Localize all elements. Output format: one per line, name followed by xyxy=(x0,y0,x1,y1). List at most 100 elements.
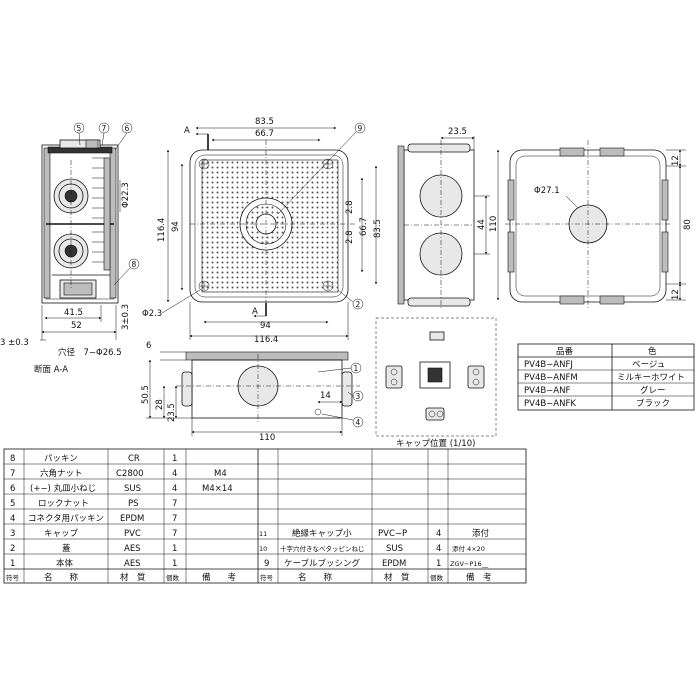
part-1-name: 本体 xyxy=(56,558,74,569)
lid-front-view: A A 83.5 66.7 116.4 94 2.8 2.8 66.7 83.5… xyxy=(142,117,383,345)
balloon-3: 3 xyxy=(356,392,361,401)
dim-23-5-front: 23.5 xyxy=(167,403,177,422)
balloon-2: 2 xyxy=(356,300,361,309)
part-7-material: C2800 xyxy=(116,469,144,479)
dim-12-a: 12 xyxy=(671,155,681,166)
color-table-header-part: 品番 xyxy=(556,346,574,357)
part-8-no: 8 xyxy=(10,454,15,464)
part-3-no: 3 xyxy=(10,529,15,539)
section-mark-a-bottom: A xyxy=(252,307,258,317)
balloon-1: 1 xyxy=(354,364,359,373)
dim-66-7-right: 66.7 xyxy=(359,217,369,236)
part-4-name: コネクタ用パッキン xyxy=(28,514,104,524)
header-qty-left: 個数 xyxy=(166,573,180,582)
part-3-material: PVC xyxy=(124,529,141,539)
color-table-header-color: 色 xyxy=(648,346,657,357)
color-row-3-part: PV4B−ANF xyxy=(524,386,570,396)
part-10-qty: 4 xyxy=(436,544,441,554)
dim-52: 52 xyxy=(71,321,82,331)
section-mark-a-top: A xyxy=(184,126,190,136)
part-5-no: 5 xyxy=(10,499,15,509)
part-11-no: 11 xyxy=(259,530,267,538)
balloon-group-section: 5 7 6 8 xyxy=(73,122,140,286)
part-3-name: キャップ xyxy=(44,529,79,539)
part-11-material: PVC−P xyxy=(378,529,407,539)
dim-110-front: 110 xyxy=(259,433,275,443)
section-view: 41.5 52 3 ±0.3 3±0.3 Φ22.3 穴径 7−Φ26.5 断面… xyxy=(0,139,131,375)
balloon-9: 9 xyxy=(358,124,363,133)
balloon-4: 4 xyxy=(356,418,361,427)
dim-116-4-bottom: 116.4 xyxy=(254,335,278,345)
dim-2-8-b: 2.8 xyxy=(345,230,355,244)
balloon-7: 7 xyxy=(102,124,107,133)
header-note-left: 備 考 xyxy=(202,572,236,583)
parts-table: 8 パッキン CR 1 7 六角ナット C2800 4 M4 6 (+−) 丸皿… xyxy=(3,448,527,584)
part-6-note: M4×14 xyxy=(202,484,233,494)
dim-80: 80 xyxy=(683,219,693,230)
part-1-qty: 1 xyxy=(172,559,177,569)
part-9-note: ZGV−P16__ xyxy=(450,560,489,568)
part-9-name: ケーブルブッシング xyxy=(284,558,360,569)
dim-phi-22-3: Φ22.3 xyxy=(121,182,131,208)
part-9-material: EPDM xyxy=(382,559,406,569)
dim-110-side: 110 xyxy=(489,216,499,232)
header-material-left: 材 質 xyxy=(120,572,146,583)
cap-position-detail: キャップ位置 (1/10) xyxy=(375,317,497,449)
part-7-note: M4 xyxy=(214,469,227,479)
part-11-qty: 4 xyxy=(436,529,441,539)
part-4-material: EPDM xyxy=(120,514,144,524)
dim-83-5-top: 83.5 xyxy=(255,117,274,127)
part-7-qty: 4 xyxy=(172,469,177,479)
part-2-material: AES xyxy=(124,544,141,554)
side-view: 23.5 44 110 xyxy=(397,127,500,310)
hole-note: 穴径 7−Φ26.5 xyxy=(58,347,122,358)
color-row-1-color: ベージュ xyxy=(632,360,665,370)
part-5-qty: 7 xyxy=(172,499,177,509)
part-8-name: パッキン xyxy=(44,454,78,464)
dim-50-5: 50.5 xyxy=(141,385,151,404)
header-name-left: 名 称 xyxy=(44,572,79,583)
header-material-right: 材 質 xyxy=(384,572,410,583)
dim-3-plusminus-0-3: 3 ±0.3 xyxy=(0,338,29,348)
body-inside-view: Φ27.1 12 80 12 xyxy=(505,140,693,310)
color-row-4-color: ブラック xyxy=(636,398,670,409)
dim-66-7-top: 66.7 xyxy=(255,129,274,139)
part-6-no: 6 xyxy=(10,484,15,494)
dim-3-plusminus-0-3-vertical: 3±0.3 xyxy=(121,304,131,330)
part-5-name: ロックナット xyxy=(38,499,89,509)
part-9-no: 9 xyxy=(264,559,269,569)
dim-2-8-a: 2.8 xyxy=(345,200,355,214)
dim-41-5: 41.5 xyxy=(64,308,83,318)
dim-phi-27-1: Φ27.1 xyxy=(534,186,560,196)
part-8-material: CR xyxy=(128,454,140,464)
part-1-no: 1 xyxy=(10,559,15,569)
part-10-name: 十字穴付きなべタッピンねじ xyxy=(280,544,365,553)
part-11-note: 添付 xyxy=(472,528,490,539)
color-table: 品番 色 PV4B−ANFJ ベージュ PV4B−ANFM ミルキーホワイト P… xyxy=(517,343,695,411)
header-no-left: 符号 xyxy=(6,573,20,582)
balloon-5: 5 xyxy=(77,124,82,133)
part-4-qty: 7 xyxy=(172,514,177,524)
part-9-qty: 1 xyxy=(436,559,441,569)
balloon-6: 6 xyxy=(125,124,130,133)
section-caption: 断面 A-A xyxy=(34,364,68,375)
part-5-material: PS xyxy=(128,499,139,509)
part-1-material: AES xyxy=(124,559,141,569)
part-3-qty: 7 xyxy=(172,529,177,539)
front-elevation-view: 6 50.5 28 23.5 110 14 1 3 4 xyxy=(141,341,364,443)
part-8-qty: 1 xyxy=(172,454,177,464)
color-row-2-part: PV4B−ANFM xyxy=(524,373,578,383)
color-row-3-color: グレー xyxy=(640,385,666,396)
dim-14: 14 xyxy=(320,391,331,401)
dim-94-bottom: 94 xyxy=(260,321,271,331)
dim-94-left: 94 xyxy=(171,221,181,232)
dim-116-4-left: 116.4 xyxy=(157,218,167,242)
part-7-no: 7 xyxy=(10,469,15,479)
dim-12-b: 12 xyxy=(671,289,681,300)
part-6-name: (+−) 丸皿小ねじ xyxy=(30,483,96,494)
cap-position-caption: キャップ位置 (1/10) xyxy=(396,438,475,449)
header-note-right: 備 考 xyxy=(466,572,492,583)
color-row-4-part: PV4B−ANFK xyxy=(524,399,576,409)
part-10-note: 添付 4×20 xyxy=(452,544,485,553)
color-row-2-color: ミルキーホワイト xyxy=(617,373,685,383)
